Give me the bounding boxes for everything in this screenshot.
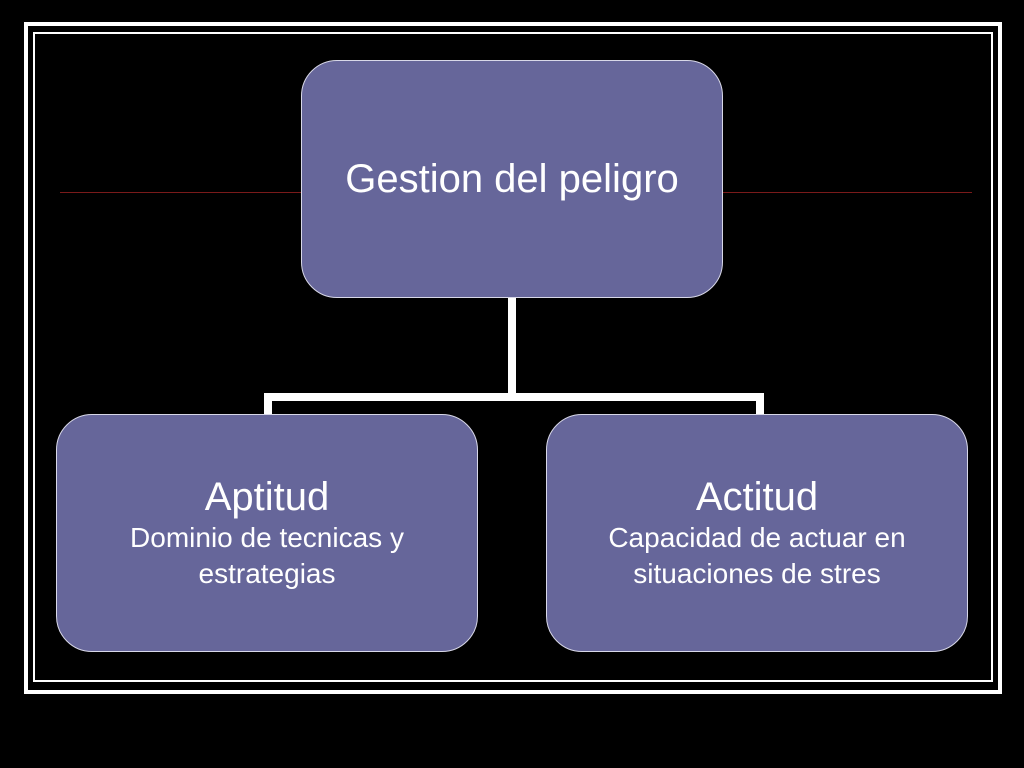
node-aptitud-description: Dominio de tecnicas y estrategias (130, 522, 404, 589)
connector-horizontal-bar (264, 393, 764, 401)
connector-left-drop (264, 393, 272, 414)
connector-right-drop (756, 393, 764, 414)
connector-root-stem (508, 298, 516, 396)
slide-frame-outer (24, 22, 1002, 694)
node-aptitud: Aptitud Dominio de tecnicas y estrategia… (56, 414, 478, 652)
node-actitud-title: Actitud (695, 475, 819, 519)
node-aptitud-title: Aptitud (204, 475, 330, 519)
node-actitud-description: Capacidad de actuar en situaciones de st… (608, 522, 906, 589)
slide-frame-inner (33, 32, 993, 682)
node-root-title: Gestion del peligro (345, 157, 679, 201)
node-root: Gestion del peligro (301, 60, 723, 298)
node-actitud: Actitud Capacidad de actuar en situacion… (546, 414, 968, 652)
